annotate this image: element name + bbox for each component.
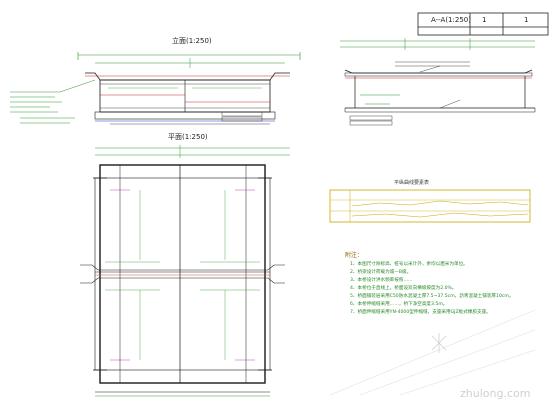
section-aa-title: A--A(1:250) xyxy=(431,16,471,24)
elevation-title: 立面(1:250) xyxy=(172,37,212,45)
plan-title: 平面(1:250) xyxy=(168,133,208,141)
sheet-number: 1 xyxy=(482,16,487,24)
note-6: 6、本桥伸缩缝采用……，桥下净空高度3.5m。 xyxy=(350,302,448,307)
watermark-text: zhulong.com xyxy=(460,387,531,400)
elevation-view xyxy=(10,52,301,125)
sheet-total: 1 xyxy=(524,16,529,24)
note-7: 7、桥面伸缩缝采用YN-4000型伸缩缝，支座采用GJZ板式橡胶支座。 xyxy=(350,310,491,315)
profile-table-title: 平纵曲线要素表 xyxy=(394,180,430,186)
note-3: 3、本桥设计洪水频率按照…… xyxy=(350,278,413,283)
title-block xyxy=(417,12,549,36)
notes-title: 附注： xyxy=(345,252,364,259)
note-1: 1、本图尺寸除标高、桩号以米计外，余均以厘米为单位。 xyxy=(350,262,468,267)
note-5: 5、桥面铺装层采用C50防水混凝土厚7.5~37.5cm，沥青混凝土铺装厚10c… xyxy=(350,294,514,299)
section-aa-view xyxy=(340,38,536,126)
plan-view xyxy=(80,145,290,397)
note-4: 4、本桥位于直线上，桥面设双向横坡坡度为2.0%。 xyxy=(350,286,457,291)
profile-table xyxy=(329,189,531,223)
note-2: 2、桥梁设计荷载为城—B级。 xyxy=(350,270,412,275)
